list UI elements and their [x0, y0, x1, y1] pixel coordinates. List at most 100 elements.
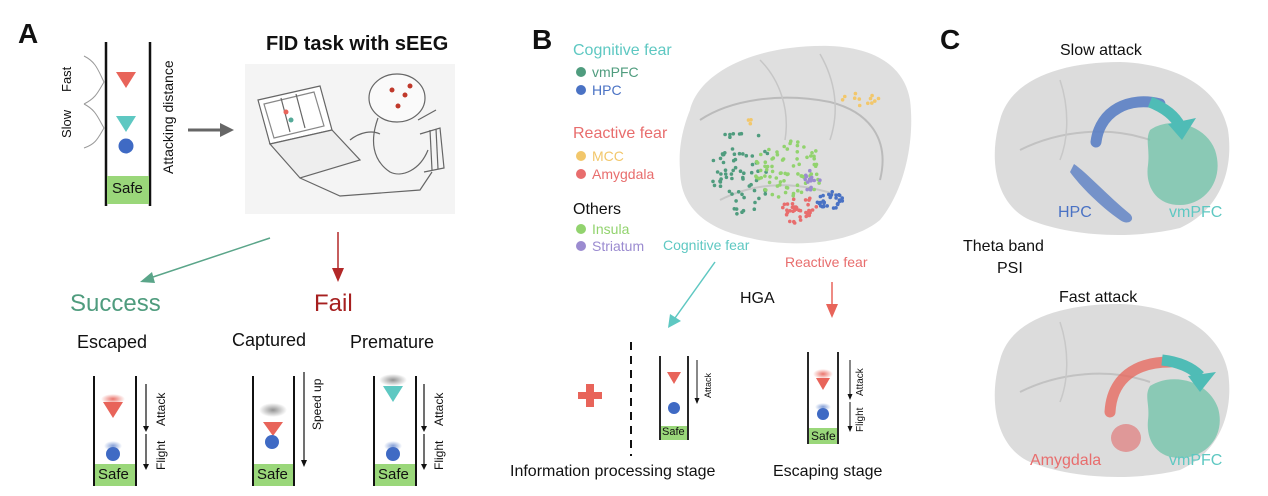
electrode-dot — [771, 156, 776, 160]
legend-cognitive-title: Cognitive fear — [573, 42, 672, 59]
legend-others-title: Others — [573, 201, 622, 218]
electrode-dot — [781, 205, 785, 210]
electrode-dot — [796, 172, 800, 176]
legend-vmpfc: vmPFC — [592, 64, 639, 80]
electrode-dot — [735, 212, 739, 216]
electrode-dot — [837, 193, 842, 198]
electrode-dot — [798, 218, 803, 222]
electrode-dot — [742, 171, 746, 175]
electrode-dot — [814, 149, 818, 153]
label-flight-escaped: Flight — [154, 440, 168, 470]
safe-label-main: Safe — [112, 180, 143, 197]
info-stage-column — [659, 356, 700, 440]
electrode-dot — [740, 192, 744, 197]
electrode-dot — [795, 183, 800, 187]
electrode-dot — [812, 187, 816, 192]
electrode-dot — [782, 144, 786, 149]
electrode-dot — [741, 152, 745, 156]
electrode-dot — [817, 181, 821, 185]
electrode-dot — [778, 183, 782, 187]
arrow-label-cognitive: Cognitive fear — [663, 237, 750, 253]
electrode-dot — [719, 177, 723, 181]
electrode-dot — [785, 210, 790, 215]
electrode-dot — [827, 192, 831, 197]
electrode-dot — [731, 168, 735, 173]
panel-letter-a: A — [18, 18, 39, 49]
electrode-dot — [814, 172, 819, 177]
electrode-dot — [809, 154, 813, 158]
electrode-dot — [748, 121, 753, 126]
electrode-dot — [783, 190, 788, 195]
electrode-dot — [790, 202, 795, 206]
electrode-dot — [756, 169, 760, 173]
electrode-dot — [782, 202, 787, 207]
electrode-dot — [807, 213, 812, 218]
electrode-dot — [784, 185, 789, 190]
outcome-fail: Fail — [314, 290, 353, 317]
electrode-dot — [792, 208, 797, 212]
arrow-cognitive — [668, 261, 716, 328]
safe-label-premature: Safe — [378, 466, 409, 483]
label-fast: Fast — [59, 66, 74, 92]
label-captured: Captured — [232, 330, 307, 350]
electrode-dot — [843, 94, 847, 99]
electrode-dot — [732, 152, 737, 156]
legend-striatum: Striatum — [592, 238, 645, 254]
electrode-dot — [718, 180, 723, 184]
electrode-dot — [795, 150, 800, 154]
electrode-dot — [768, 175, 772, 179]
electrode-dot — [828, 195, 833, 199]
electrode-dot — [818, 194, 823, 199]
electrode-dot — [778, 171, 783, 175]
arrow-label-reactive: Reactive fear — [785, 254, 868, 270]
electrode-dot — [730, 176, 734, 181]
electrode-dot — [785, 202, 790, 206]
electrode-dot — [778, 180, 783, 184]
electrode-cloud — [711, 91, 881, 225]
electrode-dot — [741, 208, 746, 213]
electrode-dot — [788, 209, 792, 213]
electrode-dot — [840, 196, 844, 200]
electrode-dot — [789, 139, 793, 143]
electrode-dot — [759, 152, 763, 157]
electrode-dot — [818, 178, 822, 182]
brain-fast-attack — [994, 304, 1230, 477]
electrode-dot — [830, 190, 834, 194]
legend-striatum-dot — [576, 241, 586, 251]
electrode-dot — [782, 179, 786, 183]
electrode-dot — [809, 178, 814, 182]
electrode-dot — [767, 180, 772, 185]
electrode-dot — [765, 151, 770, 156]
electrode-dot — [775, 152, 780, 157]
electrode-dot — [776, 195, 781, 199]
player-icon — [118, 138, 134, 154]
electrode-dot — [796, 140, 800, 144]
arrow-to-scene — [188, 123, 234, 137]
electrode-dot — [788, 219, 792, 224]
brain-slow-attack — [994, 62, 1230, 235]
electrode-dot — [836, 201, 840, 206]
electrode-dot — [791, 164, 796, 168]
vmpfc-region-fast — [1147, 379, 1220, 458]
label-fast-attack: Fast attack — [1059, 289, 1138, 306]
electrode-dot — [718, 156, 723, 161]
electrode-dot — [737, 132, 742, 136]
electrode-dot — [720, 152, 725, 156]
safe-label-escaped: Safe — [98, 466, 129, 483]
electrode-dot — [797, 162, 801, 167]
legend-reactive-title: Reactive fear — [573, 125, 668, 142]
electrode-dot — [737, 151, 742, 156]
label-attack-escape: Attack — [855, 368, 866, 396]
label-hga: HGA — [740, 290, 775, 307]
electrode-dot — [752, 188, 757, 193]
safe-label-captured: Safe — [257, 466, 288, 483]
electrode-dot — [853, 91, 858, 96]
electrode-dot — [805, 187, 809, 192]
legend-hpc: HPC — [592, 82, 622, 98]
electrode-dot — [770, 192, 775, 197]
arrow-reactive — [826, 282, 838, 318]
electrode-dot — [783, 171, 787, 176]
electrode-dot — [718, 184, 723, 188]
label-attack-premature: Attack — [432, 392, 446, 426]
